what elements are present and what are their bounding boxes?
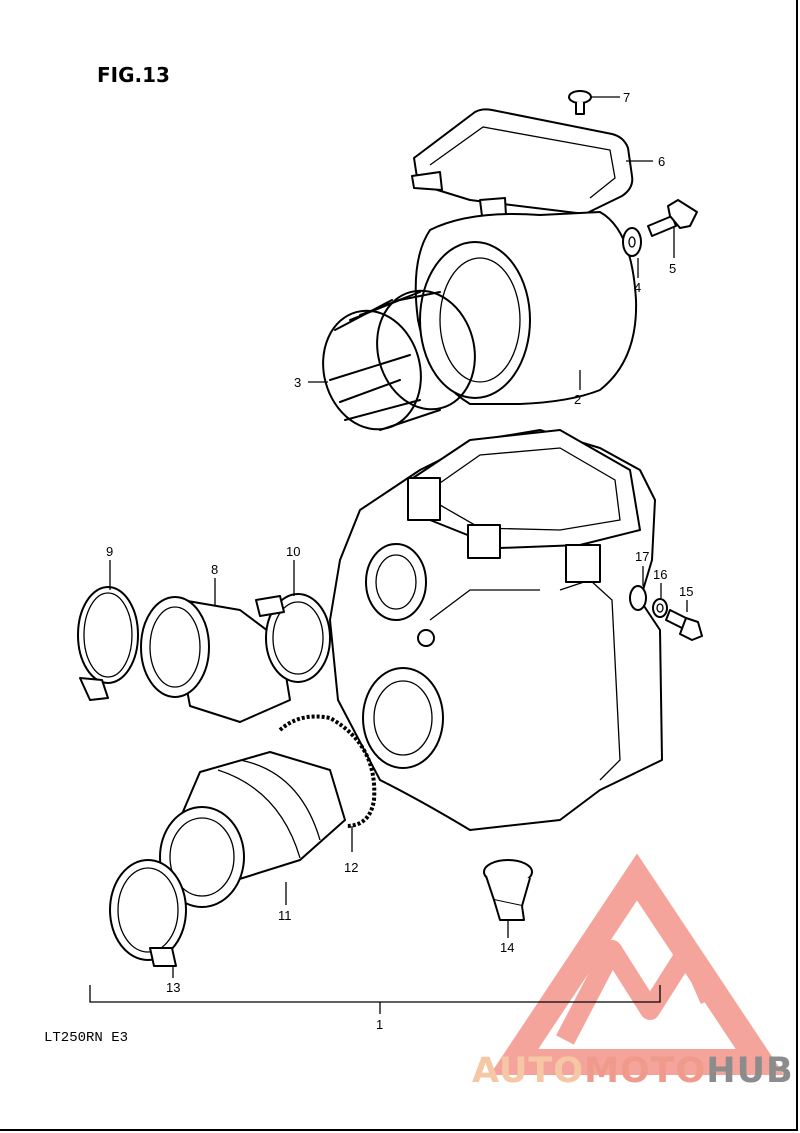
part-16-washer	[652, 598, 668, 618]
part-6-filter-cover	[411, 108, 634, 217]
callout-1: 1	[376, 1017, 383, 1032]
part-17-collar	[629, 585, 647, 611]
part-3-filter-cage	[322, 289, 476, 431]
callout-6: 6	[658, 154, 665, 169]
automotohub-logo	[489, 853, 785, 1075]
part-7-screw	[568, 90, 592, 115]
part-1-air-cleaner-case	[329, 429, 663, 831]
part-11-intake-boot	[159, 751, 346, 908]
figure-title: FIG.13	[97, 63, 170, 87]
callout-4: 4	[634, 280, 641, 295]
part-5-wing-bolt	[647, 199, 698, 237]
part-10-clamp	[255, 593, 331, 683]
watermark-text: AUTOMOTOHUB	[472, 1051, 794, 1091]
callout-3: 3	[294, 375, 301, 390]
part-14-drain-plug	[483, 859, 533, 921]
callout-labels: 7 6 2 3 4 5 9 8 10 12 11 13 14 17 16 15 …	[106, 90, 693, 1032]
leader-lines	[89, 96, 688, 1014]
callout-17: 17	[635, 549, 649, 564]
part-2-filter-element	[414, 211, 638, 405]
part-13-clamp	[109, 859, 187, 967]
callout-15: 15	[679, 584, 693, 599]
callout-14: 14	[500, 940, 514, 955]
part-15-bolt	[665, 609, 703, 641]
callout-8: 8	[211, 562, 218, 577]
watermark-moto: MOTO	[584, 1051, 706, 1091]
model-code: LT250RN E3	[44, 1030, 128, 1046]
part-8-intake-hose	[140, 596, 291, 723]
callout-5: 5	[669, 261, 676, 276]
part-9-clamp	[77, 586, 139, 701]
part-4-washer	[622, 227, 642, 257]
callout-7: 7	[623, 90, 630, 105]
callout-2: 2	[574, 392, 581, 407]
callout-12: 12	[344, 860, 358, 875]
part-12-wire-ring	[278, 714, 377, 828]
callout-16: 16	[653, 567, 667, 582]
callout-10: 10	[286, 544, 300, 559]
watermark-hub: HUB	[706, 1051, 793, 1091]
callout-9: 9	[106, 544, 113, 559]
callout-13: 13	[166, 980, 180, 995]
callout-11: 11	[278, 908, 292, 923]
watermark-auto: AUTO	[472, 1051, 584, 1091]
